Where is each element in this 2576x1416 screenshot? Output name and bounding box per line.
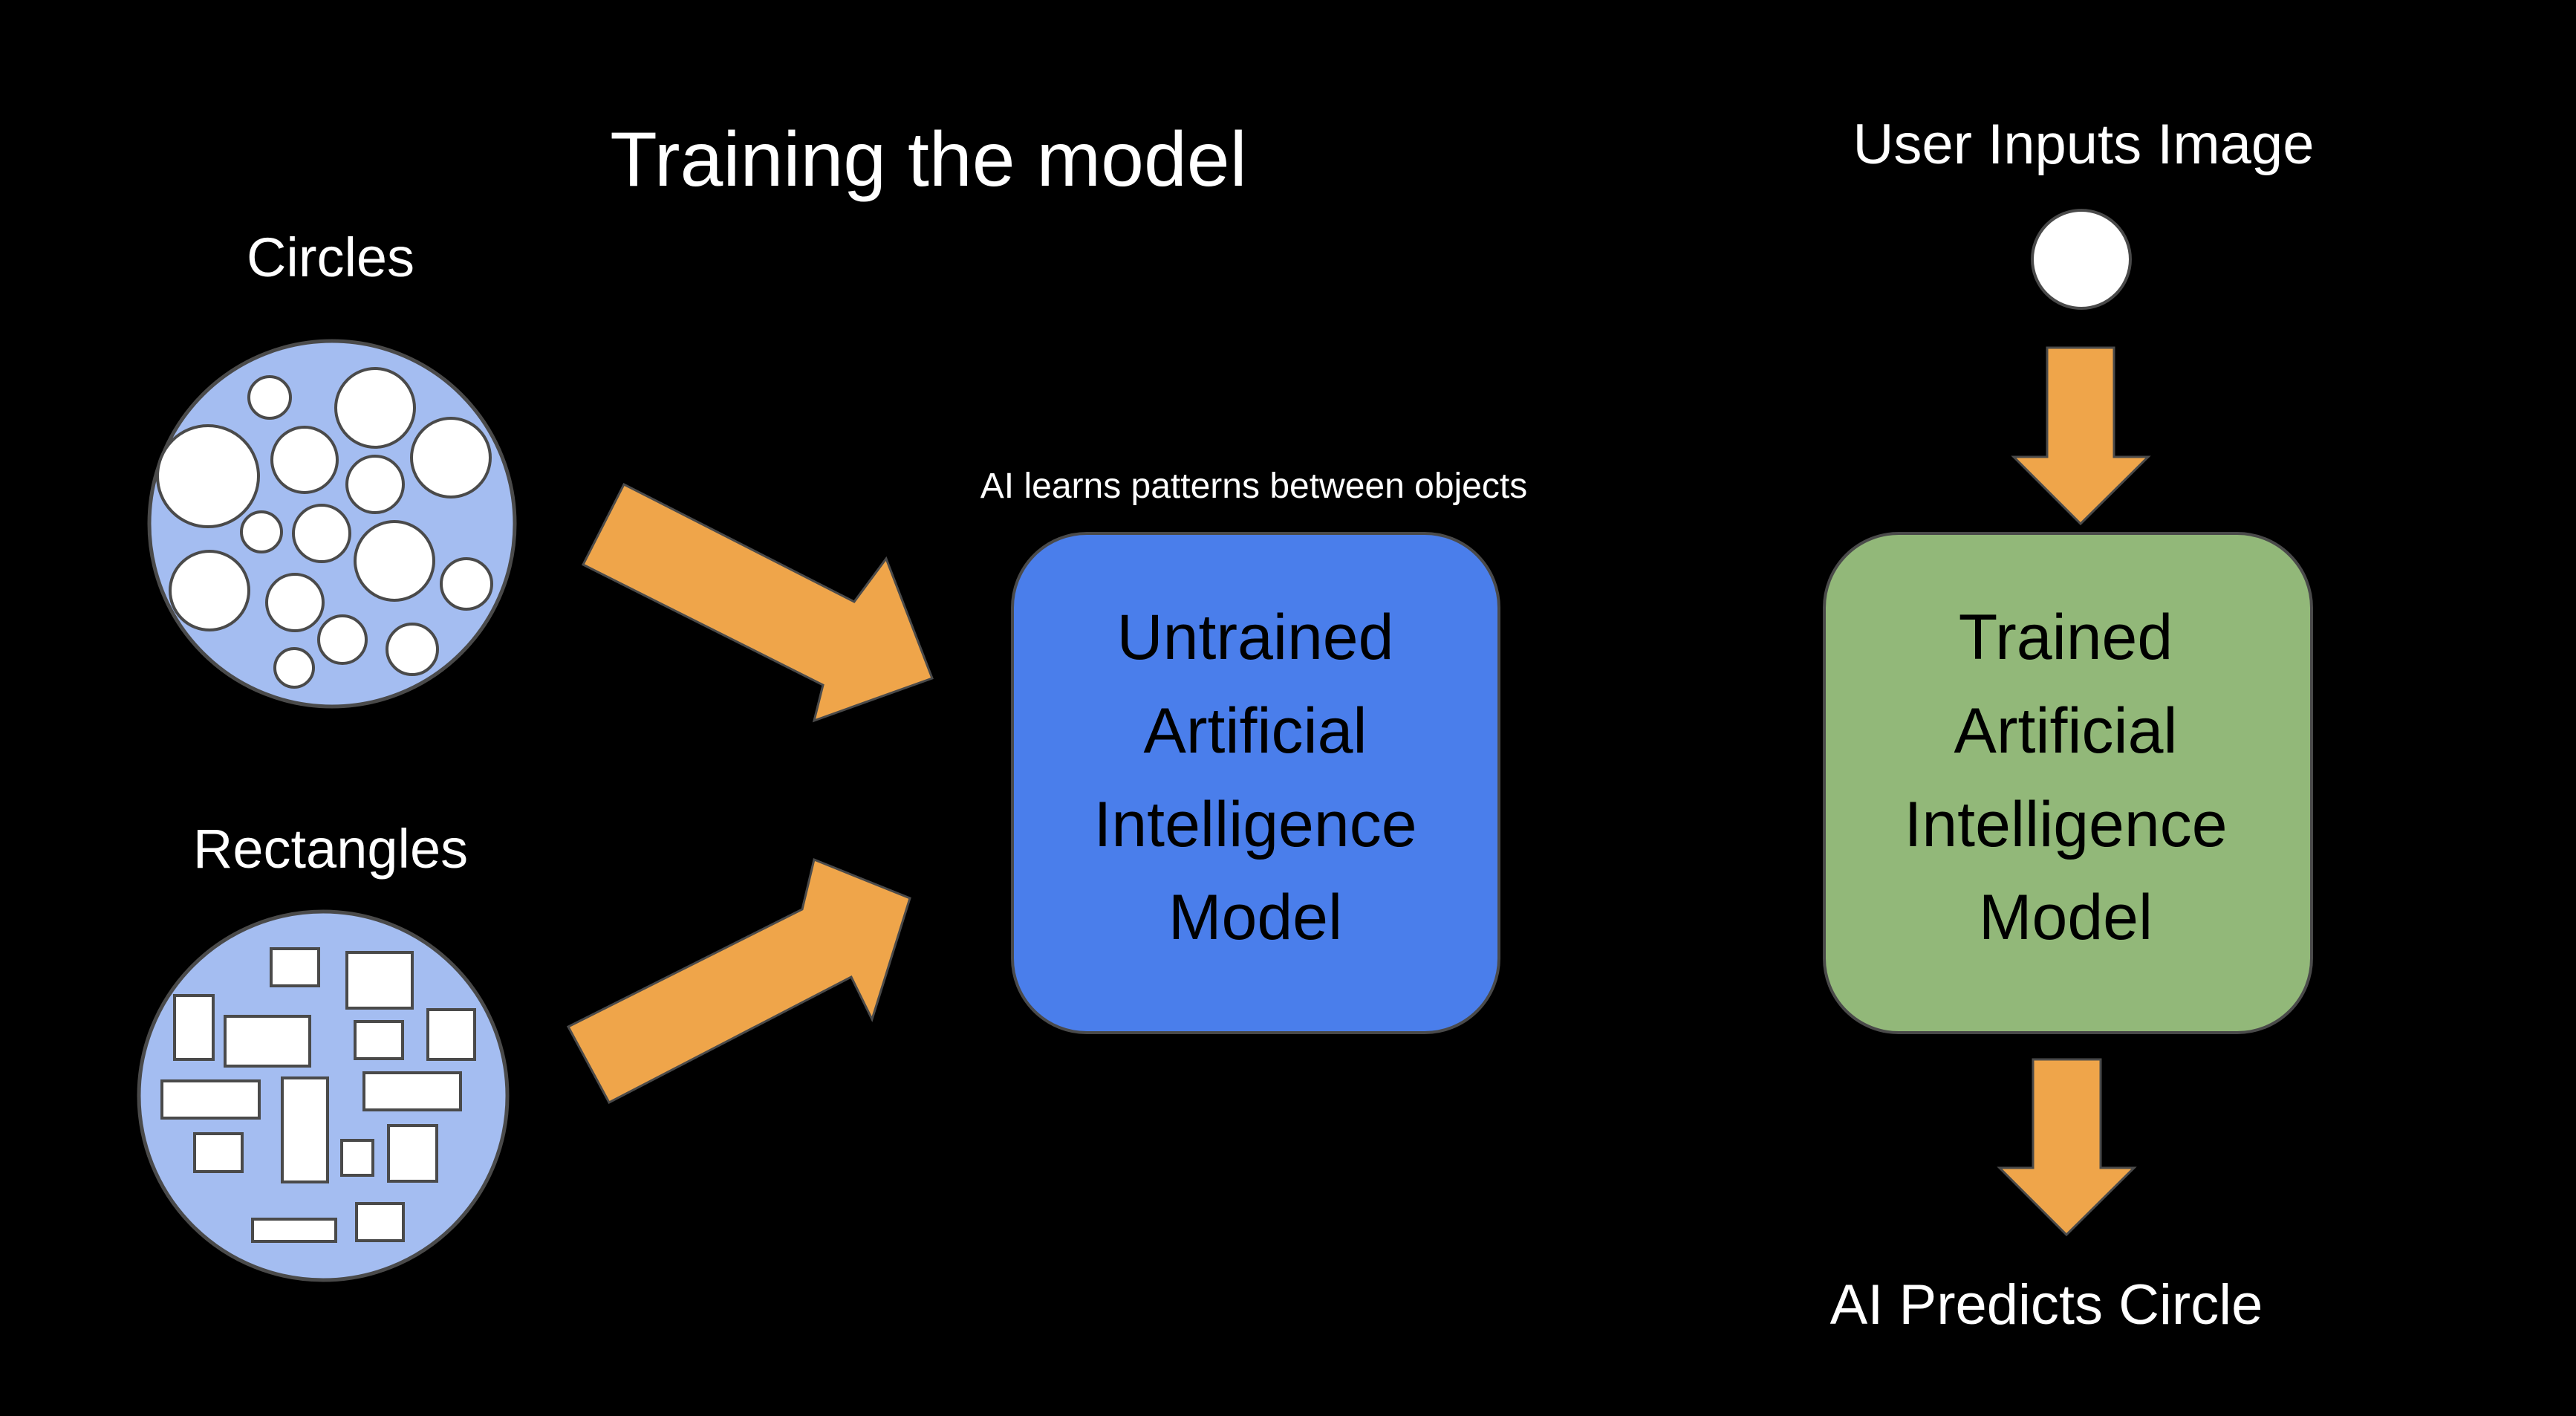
white-circle-icon [2031, 209, 2132, 310]
untrained-model-line: Artificial [1143, 695, 1367, 767]
circles-label: Circles [247, 227, 414, 288]
training-title: Training the model [610, 117, 1247, 203]
rectangles-dataset-icon [137, 909, 510, 1282]
rectangles-label: Rectangles [193, 818, 468, 880]
untrained-model-line: Untrained [1117, 602, 1394, 673]
trained-model-line: Artificial [1954, 695, 2177, 767]
trained-model-line: Model [1979, 882, 2153, 953]
trained-model-line: Trained [1959, 602, 2173, 673]
trained-model-box: Trained Artificial Intelligence Model [1823, 532, 2313, 1034]
arrow-icon [2011, 346, 2151, 526]
arrow-icon [581, 482, 934, 723]
circles-dataset-icon [147, 339, 517, 709]
user-input-label: User Inputs Image [1853, 113, 2315, 176]
prediction-label: AI Predicts Circle [1830, 1273, 2263, 1337]
arrow-icon [566, 857, 911, 1105]
untrained-model-line: Intelligence [1093, 789, 1417, 860]
learn-caption: AI learns patterns between objects [980, 467, 1527, 506]
untrained-model-box: Untrained Artificial Intelligence Model [1011, 532, 1500, 1034]
arrow-icon [1997, 1058, 2137, 1237]
untrained-model-line: Model [1168, 882, 1342, 953]
trained-model-line: Intelligence [1904, 789, 2227, 860]
